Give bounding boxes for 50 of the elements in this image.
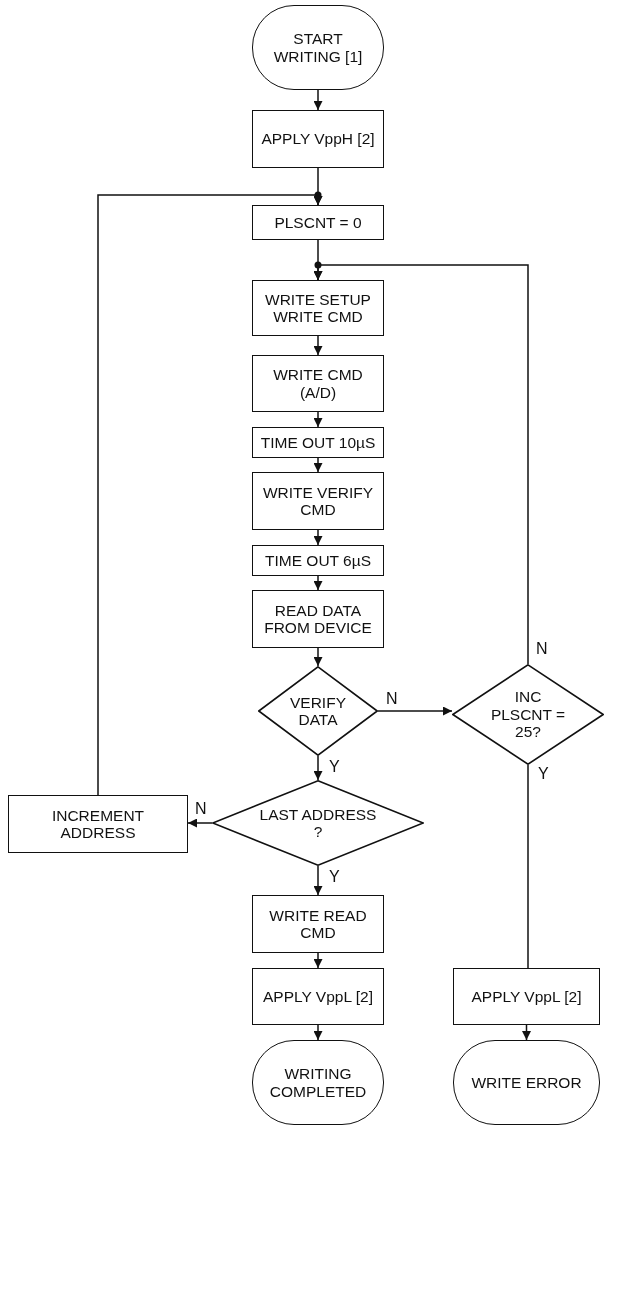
process-box [252,968,384,1025]
node-label: WRITE VERIFY CMD [261,483,375,519]
arrow [313,411,323,428]
arrow [313,755,323,781]
node-label: APPLY VppL [2] [263,987,373,1006]
connector-line [527,764,529,969]
process-box [252,472,384,530]
arrow [313,575,323,591]
node-label: WRITING COMPLETED [268,1065,368,1100]
node-label: INC PLSCNT = 25? [489,688,567,741]
node-label: LAST ADDRESS ? [258,805,378,841]
arrow [313,865,323,896]
node-label: WRITE READ CMD [268,906,368,942]
process-box [252,427,384,458]
decision-diamond [452,664,604,765]
node-label: APPLY VppH [2] [261,130,375,148]
process-box [252,895,384,953]
node-label: VERIFY DATA [289,693,347,729]
node-label: WRITE CMD (A/D) [272,366,364,401]
arrow [313,529,323,546]
process-box [252,590,384,648]
node-label: WRITE ERROR [471,1073,582,1092]
node-label: APPLY VppL [2] [471,987,582,1006]
process-box [252,110,384,168]
process-box [453,968,600,1025]
arrow [97,194,323,796]
decision-diamond [212,780,424,866]
node-label: TIME OUT 6µS [265,551,371,570]
node-label: TIME OUT 10µS [260,433,376,452]
node-label: START WRITING [1] [272,30,364,65]
decision-diamond [258,666,378,756]
arrow [313,89,323,111]
node-label: INCREMENT ADDRESS [50,806,146,842]
process-box [252,280,384,336]
arrow [377,706,453,716]
node-label: WRITE SETUP WRITE CMD [264,290,372,326]
arrow [313,335,323,356]
arrow [522,1024,531,1041]
process-box [252,355,384,412]
process-box [252,205,384,240]
arrow [187,818,213,828]
process-box [8,795,188,853]
arrow [313,264,529,665]
arrow [313,647,323,667]
arrow [313,952,323,969]
arrow [313,457,323,473]
process-box [252,545,384,576]
node-label: READ DATA FROM DEVICE [263,601,373,637]
node-label: PLSCNT = 0 [274,213,362,232]
arrow [313,1024,323,1041]
